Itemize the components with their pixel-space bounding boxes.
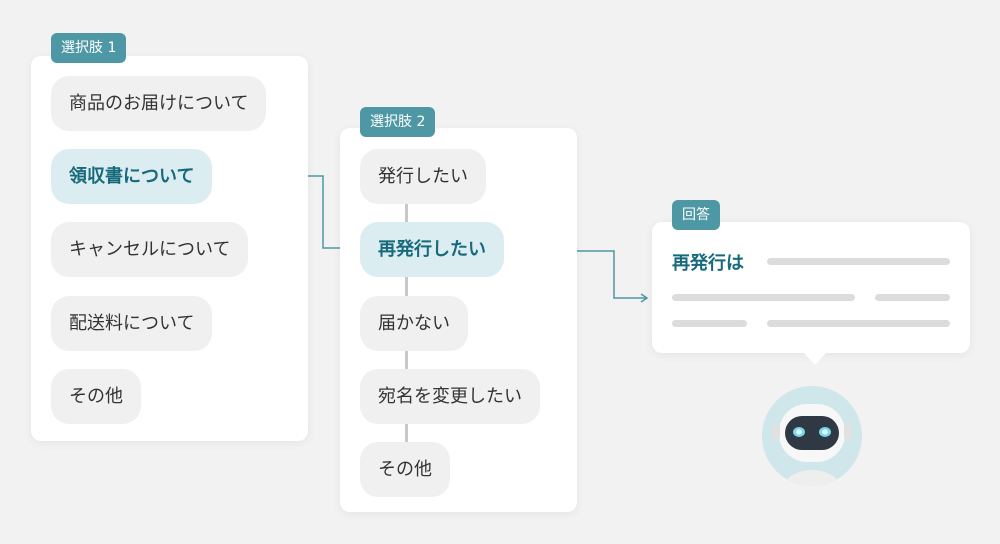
- choice1-option-3[interactable]: キャンセルについて: [51, 222, 249, 277]
- answer-title: 再発行は: [672, 253, 744, 274]
- answer-placeholder-line: [767, 320, 950, 327]
- answer-tag: 回答: [672, 200, 720, 230]
- choice2-option-5[interactable]: その他: [360, 442, 450, 497]
- choice1-option-2-selected[interactable]: 領収書について: [51, 149, 213, 204]
- choice1-tag: 選択肢 1: [51, 33, 127, 63]
- choice1-option-1[interactable]: 商品のお届けについて: [51, 76, 267, 131]
- choice2-option-3[interactable]: 届かない: [360, 296, 468, 351]
- answer-placeholder-line: [767, 258, 950, 265]
- choice2-tag: 選択肢 2: [360, 107, 436, 137]
- answer-placeholder-line: [875, 294, 950, 301]
- answer-card: [652, 222, 970, 353]
- robot-avatar-icon: [762, 386, 862, 486]
- answer-placeholder-line: [672, 320, 747, 327]
- choice2-option-2-selected[interactable]: 再発行したい: [360, 222, 504, 277]
- choice1-option-5[interactable]: その他: [51, 369, 141, 424]
- answer-card-pointer: [803, 352, 827, 365]
- choice1-option-4[interactable]: 配送料について: [51, 296, 213, 351]
- choice2-option-4[interactable]: 宛名を変更したい: [360, 369, 540, 424]
- answer-placeholder-line: [672, 294, 855, 301]
- choice2-option-1[interactable]: 発行したい: [360, 149, 486, 204]
